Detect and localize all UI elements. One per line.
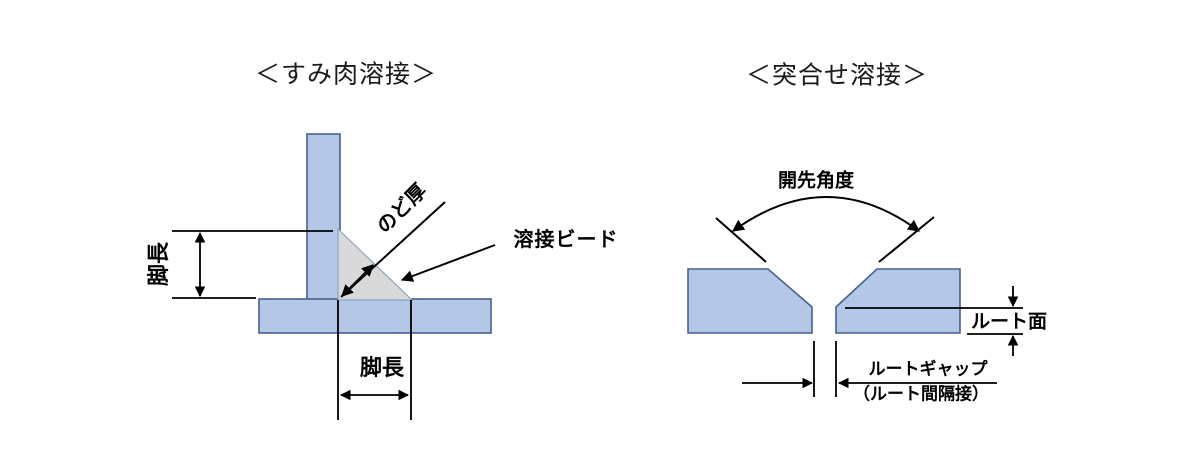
fillet-vertical-plate — [306, 133, 341, 301]
butt-left-plate — [687, 268, 813, 334]
root-face-label: ルート面 — [970, 311, 1048, 333]
groove-left-bevel-extension — [715, 217, 767, 263]
fillet-weld-title: ＜すみ肉溶接＞ — [254, 61, 438, 89]
butt-weld-title: ＜突合せ溶接＞ — [745, 62, 929, 90]
groove-angle-label: 開先角度 — [777, 170, 855, 192]
root-gap-label: ルートギャップ — [868, 359, 988, 379]
leg-length-label-left: 脚長 — [146, 241, 171, 287]
butt-right-plate — [835, 268, 961, 334]
leg-length-label-bottom: 脚長 — [359, 355, 405, 380]
weld-bead-label: 溶接ビード — [513, 229, 619, 251]
groove-angle-arc-arrow — [732, 196, 920, 232]
fillet-base-plate — [258, 298, 492, 334]
root-gap-alt-label: （ルート間隔接） — [853, 384, 989, 404]
groove-right-bevel-extension — [878, 216, 935, 263]
weld-bead-leader-arrow — [400, 244, 496, 282]
throat-dimension-arrow — [341, 264, 374, 297]
